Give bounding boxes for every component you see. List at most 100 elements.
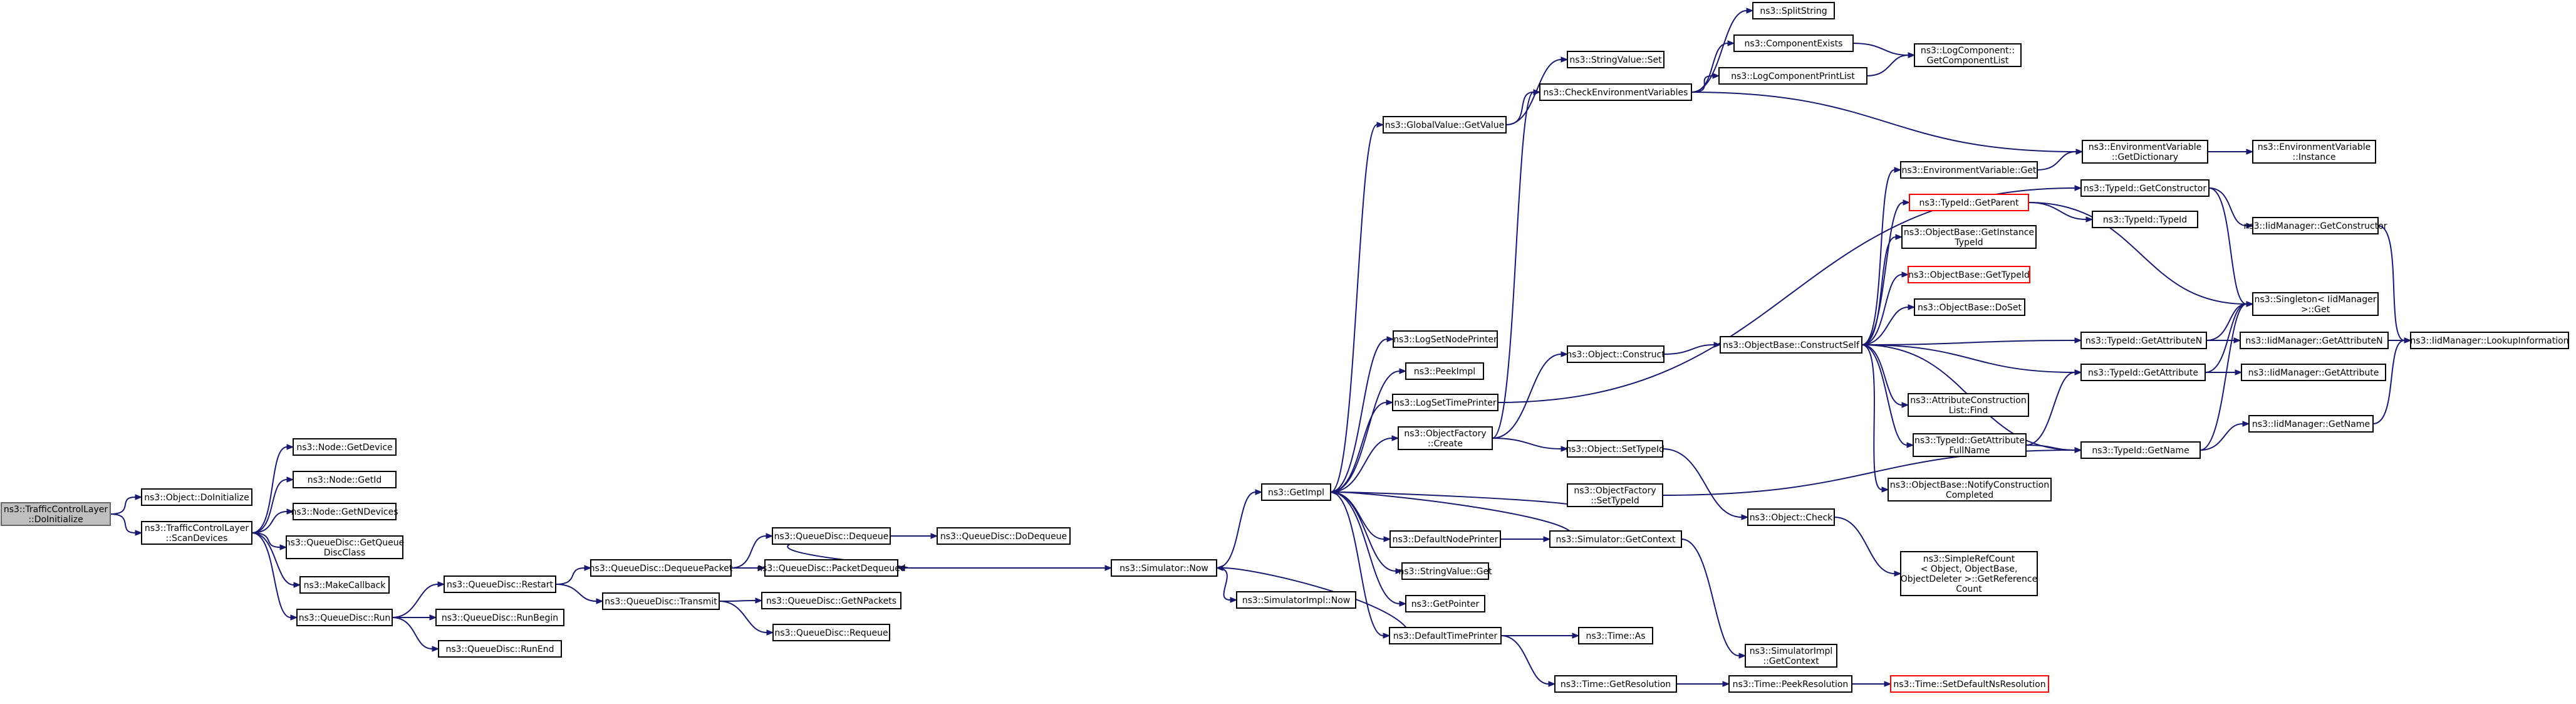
node-timegetres[interactable]: ns3::Time::GetResolution — [1554, 675, 1677, 693]
node-timesetdef[interactable]: ns3::Time::SetDefaultNsResolution — [1890, 675, 2049, 693]
node-getimpl[interactable]: ns3::GetImpl — [1261, 483, 1331, 501]
node-box[interactable] — [2241, 364, 2386, 381]
node-box[interactable] — [1752, 2, 1835, 19]
node-box[interactable] — [1900, 161, 2038, 179]
node-timepeek[interactable]: ns3::Time::PeekResolution — [1728, 675, 1852, 693]
node-oconstruct[interactable]: ns3::Object::Construct — [1566, 345, 1665, 363]
node-iidgetattr[interactable]: ns3::IidManager::GetAttribute — [2241, 364, 2386, 381]
node-box[interactable] — [286, 535, 403, 559]
node-box[interactable] — [1718, 67, 1867, 85]
node-obgtid[interactable]: ns3::ObjectBase::GetTypeId — [1908, 266, 2030, 283]
node-box[interactable] — [761, 592, 901, 609]
node-box[interactable] — [1914, 43, 2022, 67]
node-logsettp[interactable]: ns3::LogSetTimePrinter — [1392, 394, 1498, 411]
node-qddodeq[interactable]: ns3::QueueDisc::DoDequeue — [937, 527, 1071, 545]
node-singleton[interactable]: ns3::Singleton< IidManager >::Get — [2252, 292, 2379, 316]
node-envgetdict[interactable]: ns3::EnvironmentVariable::GetDictionary — [2082, 140, 2208, 164]
node-obcs[interactable]: ns3::ObjectBase::ConstructSelf — [1720, 336, 1862, 354]
node-cev[interactable]: ns3::CheckEnvironmentVariables — [1539, 83, 1692, 101]
node-box[interactable] — [293, 503, 397, 520]
node-ofsettid[interactable]: ns3::ObjectFactory::SetTypeId — [1567, 483, 1663, 507]
node-lcgcl[interactable]: ns3::LogComponent::GetComponentList — [1914, 43, 2022, 67]
node-tidgetattr[interactable]: ns3::TypeId::GetAttribute — [2080, 364, 2206, 381]
node-box[interactable] — [2252, 292, 2379, 316]
node-box[interactable] — [293, 438, 397, 456]
node-qdrunend[interactable]: ns3::QueueDisc::RunEnd — [438, 640, 562, 658]
node-simnow[interactable]: ns3::Simulator::Now — [1111, 559, 1217, 577]
node-box[interactable] — [1549, 530, 1682, 548]
node-tidgetattrn[interactable]: ns3::TypeId::GetAttributeN — [2080, 332, 2207, 349]
node-box[interactable] — [1908, 266, 2030, 283]
node-box[interactable] — [1554, 675, 1677, 693]
node-box[interactable] — [1901, 225, 2037, 249]
node-scan[interactable]: ns3::TrafficControlLayer::ScanDevices — [141, 521, 252, 545]
node-box[interactable] — [1111, 559, 1217, 577]
node-box[interactable] — [2080, 364, 2206, 381]
node-tidgetctor[interactable]: ns3::TypeId::GetConstructor — [2080, 179, 2210, 197]
node-box[interactable] — [2080, 332, 2207, 349]
node-box[interactable] — [1389, 627, 1502, 644]
node-box[interactable] — [1567, 51, 1665, 68]
node-ngetn[interactable]: ns3::Node::GetNDevices — [291, 503, 398, 520]
node-obnotify[interactable]: ns3::ObjectBase::NotifyConstructionCompl… — [1888, 478, 2052, 502]
node-box[interactable] — [1383, 116, 1507, 134]
node-box[interactable] — [1908, 393, 2029, 417]
node-box[interactable] — [2240, 332, 2389, 349]
node-box[interactable] — [590, 559, 732, 577]
node-qdrequeue[interactable]: ns3::QueueDisc::Requeue — [772, 624, 890, 641]
node-box[interactable] — [444, 575, 556, 593]
node-box[interactable] — [1261, 483, 1331, 501]
node-iidgetname[interactable]: ns3::IidManager::GetName — [2248, 415, 2374, 433]
node-dotcl[interactable]: ns3::TrafficControlLayer::DoInitialize — [1, 502, 111, 526]
node-box[interactable] — [293, 471, 397, 488]
node-box[interactable] — [1, 502, 111, 526]
node-gvget[interactable]: ns3::GlobalValue::GetValue — [1383, 116, 1507, 134]
node-peekimpl[interactable]: ns3::PeekImpl — [1405, 362, 1484, 380]
node-simimplnow[interactable]: ns3::SimulatorImpl::Now — [1236, 591, 1356, 609]
node-srcgr[interactable]: ns3::SimpleRefCount< Object, ObjectBase,… — [1900, 551, 2038, 596]
node-box[interactable] — [1728, 675, 1852, 693]
node-box[interactable] — [2082, 140, 2208, 164]
node-ofcreate[interactable]: ns3::ObjectFactory::Create — [1398, 426, 1493, 450]
node-qdrunbegin[interactable]: ns3::QueueDisc::RunBegin — [435, 609, 564, 626]
node-ngetdev[interactable]: ns3::Node::GetDevice — [293, 438, 397, 456]
node-box[interactable] — [1392, 394, 1498, 411]
node-box[interactable] — [1398, 426, 1493, 450]
node-box[interactable] — [299, 576, 390, 594]
node-split[interactable]: ns3::SplitString — [1752, 2, 1835, 19]
node-qdpktdeq[interactable]: ns3::QueueDisc::PacketDequeued — [757, 559, 906, 577]
node-box[interactable] — [435, 609, 564, 626]
node-box[interactable] — [1405, 595, 1485, 612]
node-box[interactable] — [1913, 433, 2027, 457]
node-qdrestart[interactable]: ns3::QueueDisc::Restart — [444, 575, 556, 593]
node-qdgetnp[interactable]: ns3::QueueDisc::GetNPackets — [761, 592, 901, 609]
node-box[interactable] — [2252, 140, 2376, 164]
node-lcpl[interactable]: ns3::LogComponentPrintList — [1718, 67, 1867, 85]
node-box[interactable] — [602, 592, 720, 610]
node-box[interactable] — [1393, 330, 1498, 348]
node-defnp[interactable]: ns3::DefaultNodePrinter — [1389, 530, 1501, 548]
node-box[interactable] — [772, 527, 891, 545]
node-box[interactable] — [1389, 530, 1501, 548]
node-box[interactable] — [1909, 194, 2029, 211]
node-tidgetparent[interactable]: ns3::TypeId::GetParent — [1909, 194, 2029, 211]
node-envget[interactable]: ns3::EnvironmentVariable::Get — [1900, 161, 2038, 179]
node-qdrun[interactable]: ns3::QueueDisc::Run — [296, 609, 393, 626]
node-tidgetname[interactable]: ns3::TypeId::GetName — [2080, 441, 2201, 459]
node-obdoset[interactable]: ns3::ObjectBase::DoSet — [1914, 298, 2025, 316]
node-box[interactable] — [1405, 362, 1484, 380]
node-iidlookup[interactable]: ns3::IidManager::LookupInformation — [2410, 332, 2569, 349]
node-box[interactable] — [1733, 34, 1854, 52]
node-box[interactable] — [2252, 217, 2379, 234]
node-box[interactable] — [1900, 551, 2038, 596]
node-box[interactable] — [1747, 508, 1835, 526]
node-getptr[interactable]: ns3::GetPointer — [1405, 595, 1485, 612]
node-logsetnp[interactable]: ns3::LogSetNodePrinter — [1393, 330, 1498, 348]
node-box[interactable] — [2248, 415, 2374, 433]
node-qddequeue[interactable]: ns3::QueueDisc::Dequeue — [772, 527, 891, 545]
node-box[interactable] — [772, 624, 890, 641]
node-box[interactable] — [1401, 562, 1489, 580]
